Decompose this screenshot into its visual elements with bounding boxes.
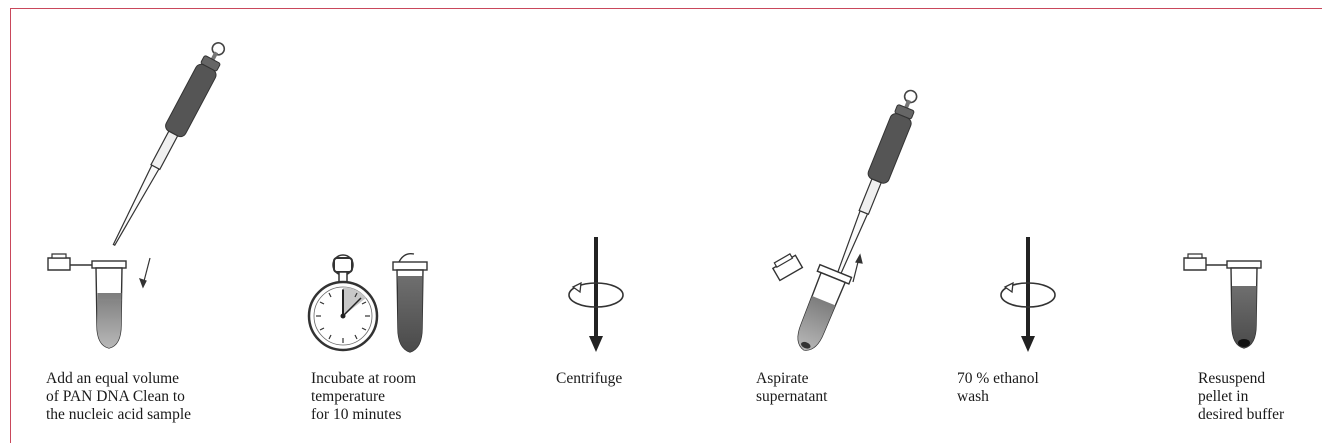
step1-caption: Add an equal volume of PAN DNA Clean to … [46, 370, 191, 424]
step6-caption: Resuspend pellet in desired buffer [1198, 370, 1284, 424]
step2-stopwatch-icon [309, 255, 377, 350]
step2-caption: Incubate at room temperature for 10 minu… [311, 370, 416, 424]
step1-tube-icon [48, 254, 126, 348]
step5-centrifuge-icon [1001, 237, 1055, 352]
step6-tube-icon [1184, 254, 1261, 348]
step3-centrifuge-icon [569, 237, 623, 352]
step3-caption: Centrifuge [556, 370, 622, 388]
step2-tube-icon [393, 254, 427, 352]
step1-pipette-icon [104, 38, 230, 287]
step4-pipette-icon [819, 87, 923, 302]
step5-caption: 70 % ethanol wash [957, 370, 1039, 406]
step4-caption: Aspirate supernatant [756, 370, 827, 406]
